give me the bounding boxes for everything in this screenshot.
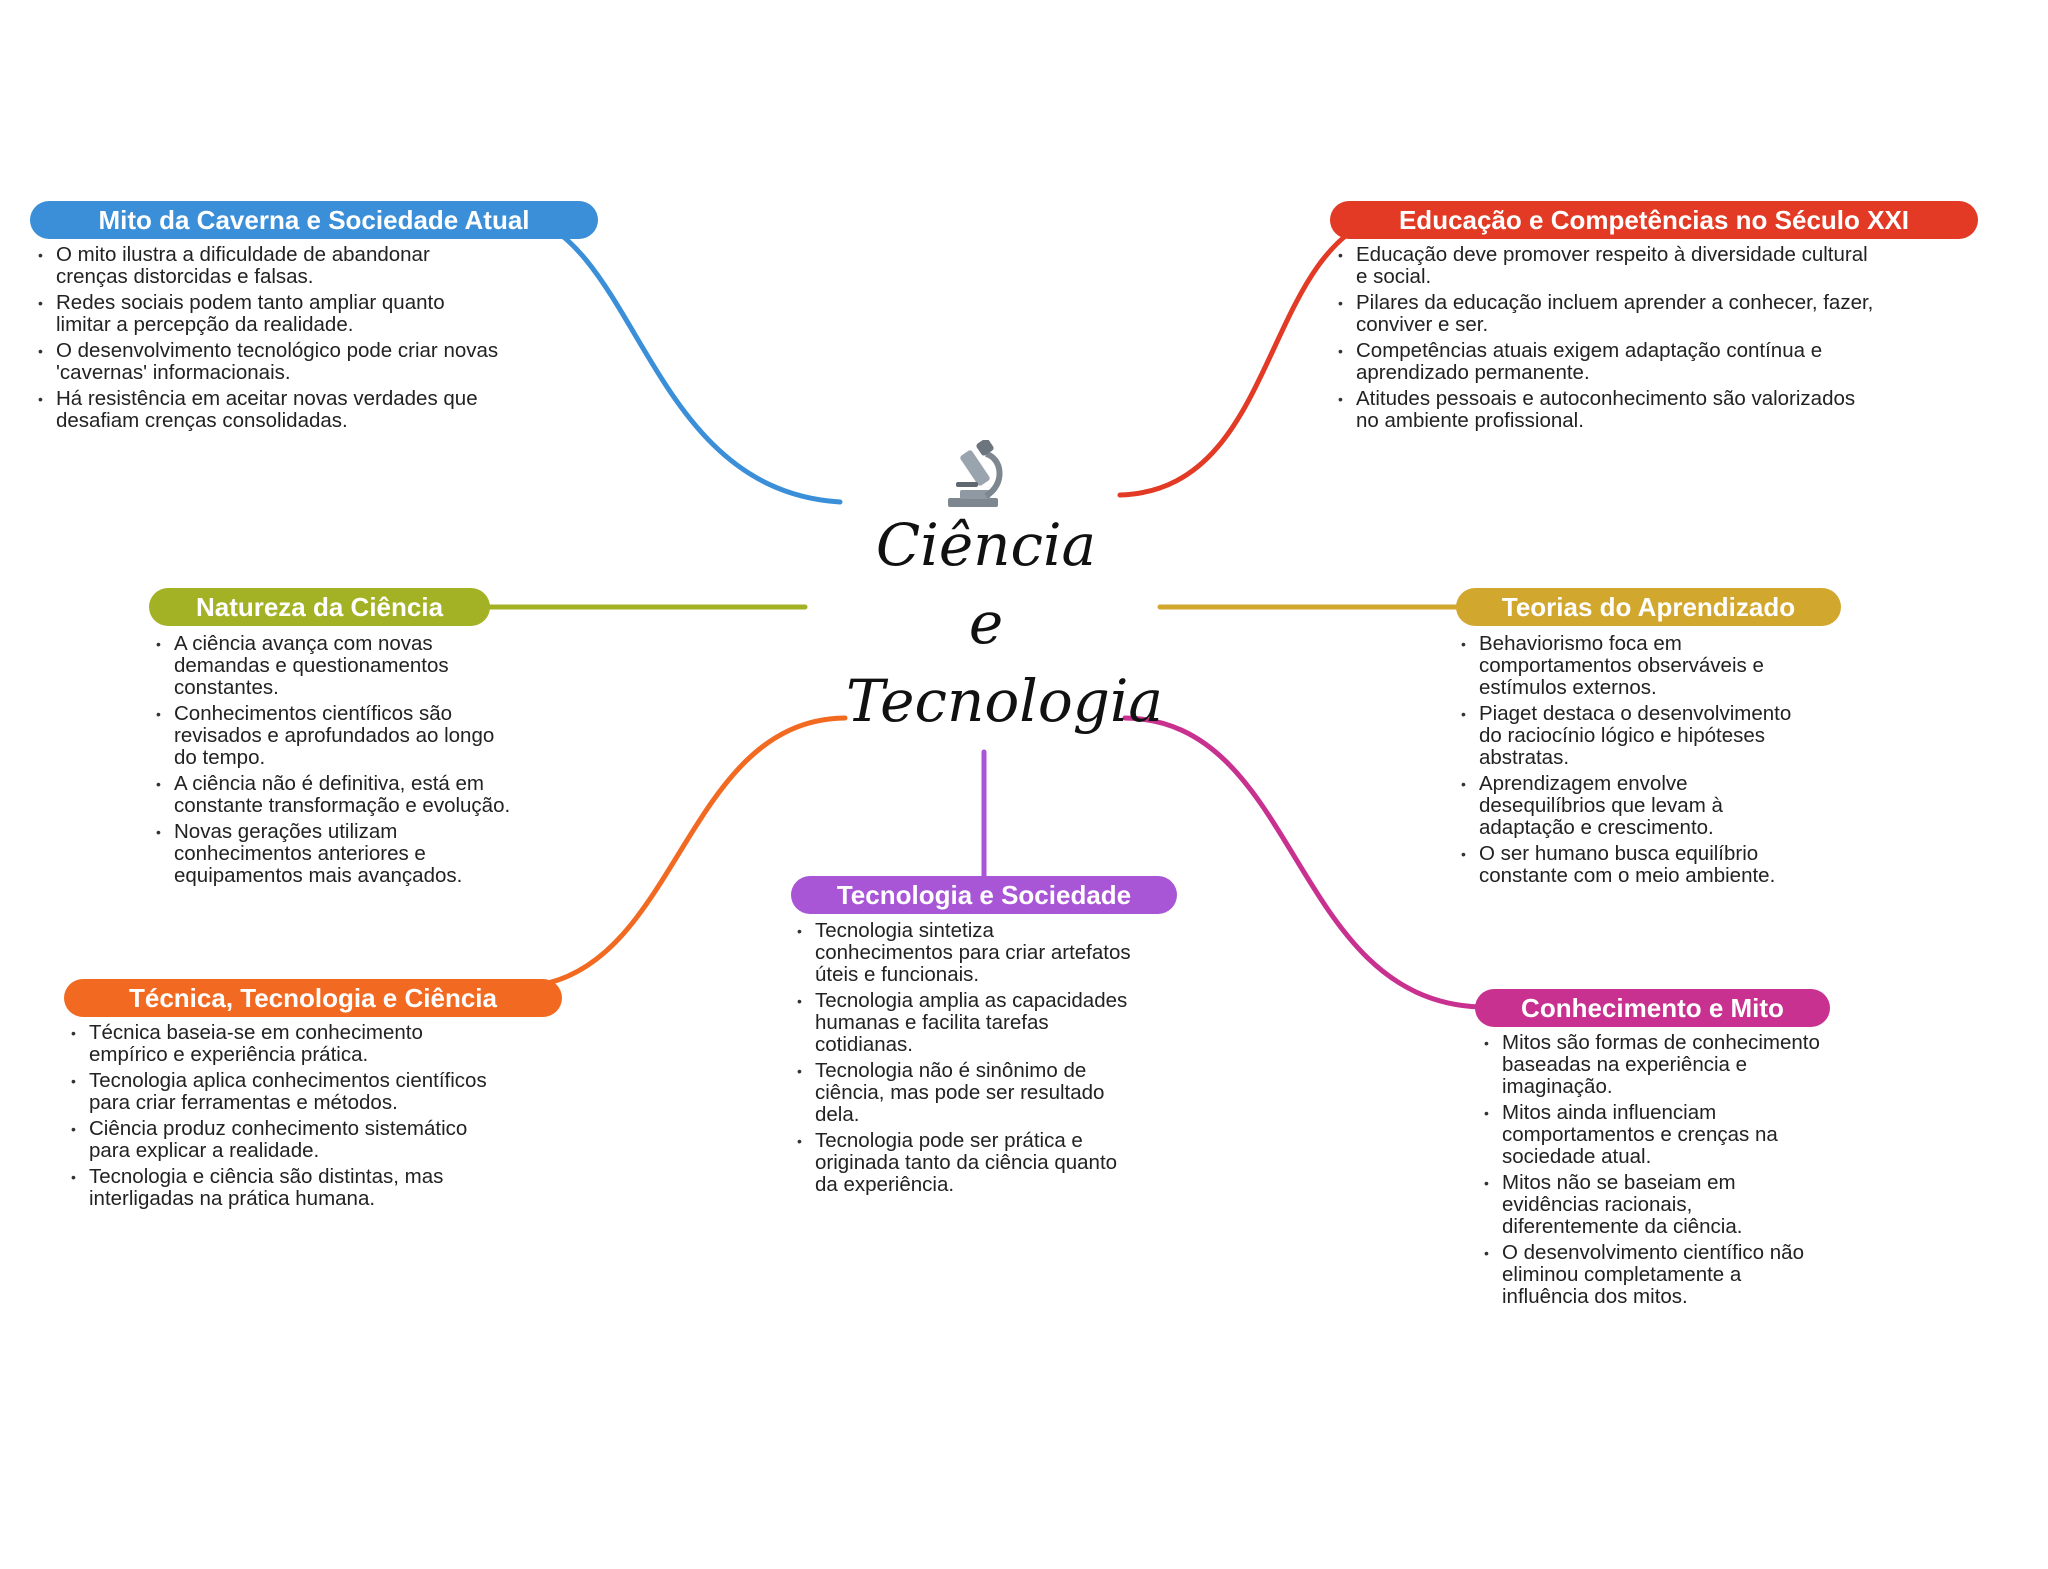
central-title-line-1: Ciência [875,511,1097,579]
list-item: Ciência produz conhecimento sistemático … [67,1118,487,1162]
list-item: Conhecimentos científicos são revisados … [152,703,512,769]
connector-tecnica [545,715,848,986]
branch-title-pill[interactable]: Conhecimento e Mito [1475,989,1830,1027]
list-item: Mitos não se baseiam em evidências racio… [1480,1172,1820,1238]
branch-title-pill[interactable]: Mito da Caverna e Sociedade Atual [30,201,598,239]
branch-bullet-list: Tecnologia sintetiza conhecimentos para … [793,920,1133,1200]
list-item: Há resistência em aceitar novas verdades… [34,388,504,432]
branch-title-pill[interactable]: Educação e Competências no Século XXI [1330,201,1978,239]
list-item: Tecnologia e ciência são distintas, mas … [67,1166,487,1210]
branch-bullet-list: Educação deve promover respeito à divers… [1334,244,1874,436]
list-item: Novas gerações utilizam conhecimentos an… [152,821,512,887]
list-item: Tecnologia pode ser prática e originada … [793,1130,1133,1196]
list-item: Técnica baseia-se em conhecimento empíri… [67,1022,487,1066]
list-item: Tecnologia amplia as capacidades humanas… [793,990,1133,1056]
microscope-icon [948,440,1003,507]
branch-bullet-list: Técnica baseia-se em conhecimento empíri… [67,1022,487,1214]
branch-bullet-list: Mitos são formas de conhecimento baseada… [1480,1032,1820,1312]
list-item: Tecnologia aplica conhecimentos científi… [67,1070,487,1114]
list-item: O desenvolvimento científico não elimino… [1480,1242,1820,1308]
branch-title-pill[interactable]: Natureza da Ciência [149,588,490,626]
connector-conhecimento [1122,715,1483,1010]
list-item: Atitudes pessoais e autoconhecimento são… [1334,388,1874,432]
list-item: O mito ilustra a dificuldade de abandona… [34,244,504,288]
list-item: A ciência não é definitiva, está em cons… [152,773,512,817]
list-item: Mitos são formas de conhecimento baseada… [1480,1032,1820,1098]
list-item: Aprendizagem envolve desequilíbrios que … [1457,773,1817,839]
list-item: Educação deve promover respeito à divers… [1334,244,1874,288]
list-item: Behaviorismo foca em comportamentos obse… [1457,633,1817,699]
list-item: Redes sociais podem tanto ampliar quanto… [34,292,504,336]
branch-bullet-list: A ciência avança com novas demandas e qu… [152,633,512,891]
connector-educacao [1117,212,1388,498]
branch-title-pill[interactable]: Técnica, Tecnologia e Ciência [64,979,562,1017]
central-title-line-3: Tecnologia [846,667,1163,735]
list-item: A ciência avança com novas demandas e qu… [152,633,512,699]
list-item: Pilares da educação incluem aprender a c… [1334,292,1874,336]
branch-title-pill[interactable]: Teorias do Aprendizado [1456,588,1841,626]
list-item: Tecnologia sintetiza conhecimentos para … [793,920,1133,986]
central-topic: Ciência e Tecnologia [846,440,1163,740]
list-item: O desenvolvimento tecnológico pode criar… [34,340,504,384]
list-item: Mitos ainda influenciam comportamentos e… [1480,1102,1820,1168]
connector-mito [522,212,843,505]
branch-bullet-list: O mito ilustra a dificuldade de abandona… [34,244,504,436]
branch-bullet-list: Behaviorismo foca em comportamentos obse… [1457,633,1817,891]
central-title: Ciência e Tecnologia [846,506,1163,740]
list-item: Piaget destaca o desenvolvimento do raci… [1457,703,1817,769]
list-item: Competências atuais exigem adaptação con… [1334,340,1874,384]
list-item: O ser humano busca equilíbrio constante … [1457,843,1817,887]
branch-title-pill[interactable]: Tecnologia e Sociedade [791,876,1177,914]
central-title-line-2: e [968,589,1004,657]
list-item: Tecnologia não é sinônimo de ciência, ma… [793,1060,1133,1126]
